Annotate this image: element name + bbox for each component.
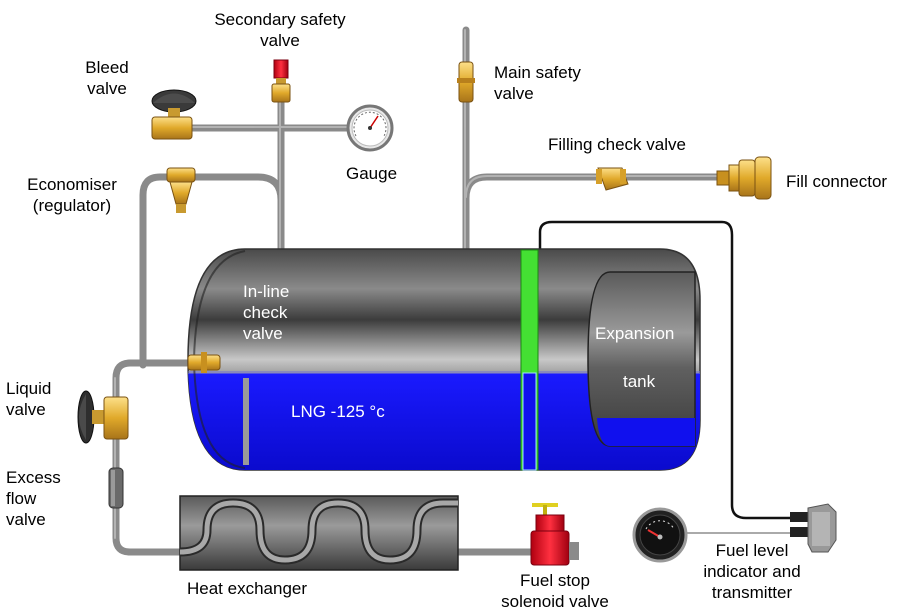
transmitter-icon <box>790 503 837 553</box>
label-bleed-valve: Bleed valve <box>85 58 129 98</box>
label-secondary-safety-valve: Secondary safety valve <box>214 10 346 50</box>
label-lng: LNG -125 °c <box>291 402 385 421</box>
level-sensor-cable <box>538 220 800 520</box>
inline-check-valve-icon <box>187 352 221 373</box>
label-liquid-valve: Liquid valve <box>6 379 52 419</box>
heat-exchanger <box>179 495 459 571</box>
label-expansion-tank-line2: tank <box>623 372 656 391</box>
check-valve-icon <box>596 167 629 191</box>
label-fill-connector: Fill connector <box>786 172 888 191</box>
expansion-tank <box>587 271 696 447</box>
regulator-icon <box>166 167 196 213</box>
label-fuel-level-indicator: Fuel level indicator and transmitter <box>703 541 801 602</box>
label-filling-check-valve: Filling check valve <box>548 135 686 154</box>
safety-valve-icon <box>271 59 291 103</box>
lng-tank <box>187 248 701 471</box>
excess-flow-valve-icon <box>108 467 124 509</box>
label-economiser: Economiser (regulator) <box>27 175 117 215</box>
main-safety-valve-icon <box>457 61 475 103</box>
label-inline-check-valve: In-line check valve <box>243 282 290 343</box>
liquid-valve-icon <box>77 390 129 444</box>
bleed-valve-icon <box>151 89 197 140</box>
gauge-icon <box>346 104 394 152</box>
fill-connector-icon <box>716 156 772 200</box>
label-excess-flow-valve: Excess flow valve <box>6 468 61 529</box>
label-main-safety-valve: Main safety valve <box>494 63 581 103</box>
label-heat-exchanger: Heat exchanger <box>187 579 308 598</box>
solenoid-valve-icon <box>530 503 579 566</box>
fuel-level-indicator-icon <box>632 507 800 563</box>
label-fuel-stop-solenoid-valve: Fuel stop solenoid valve <box>501 571 609 611</box>
label-gauge: Gauge <box>346 164 398 183</box>
label-expansion-tank-line1: Expansion <box>595 324 675 343</box>
